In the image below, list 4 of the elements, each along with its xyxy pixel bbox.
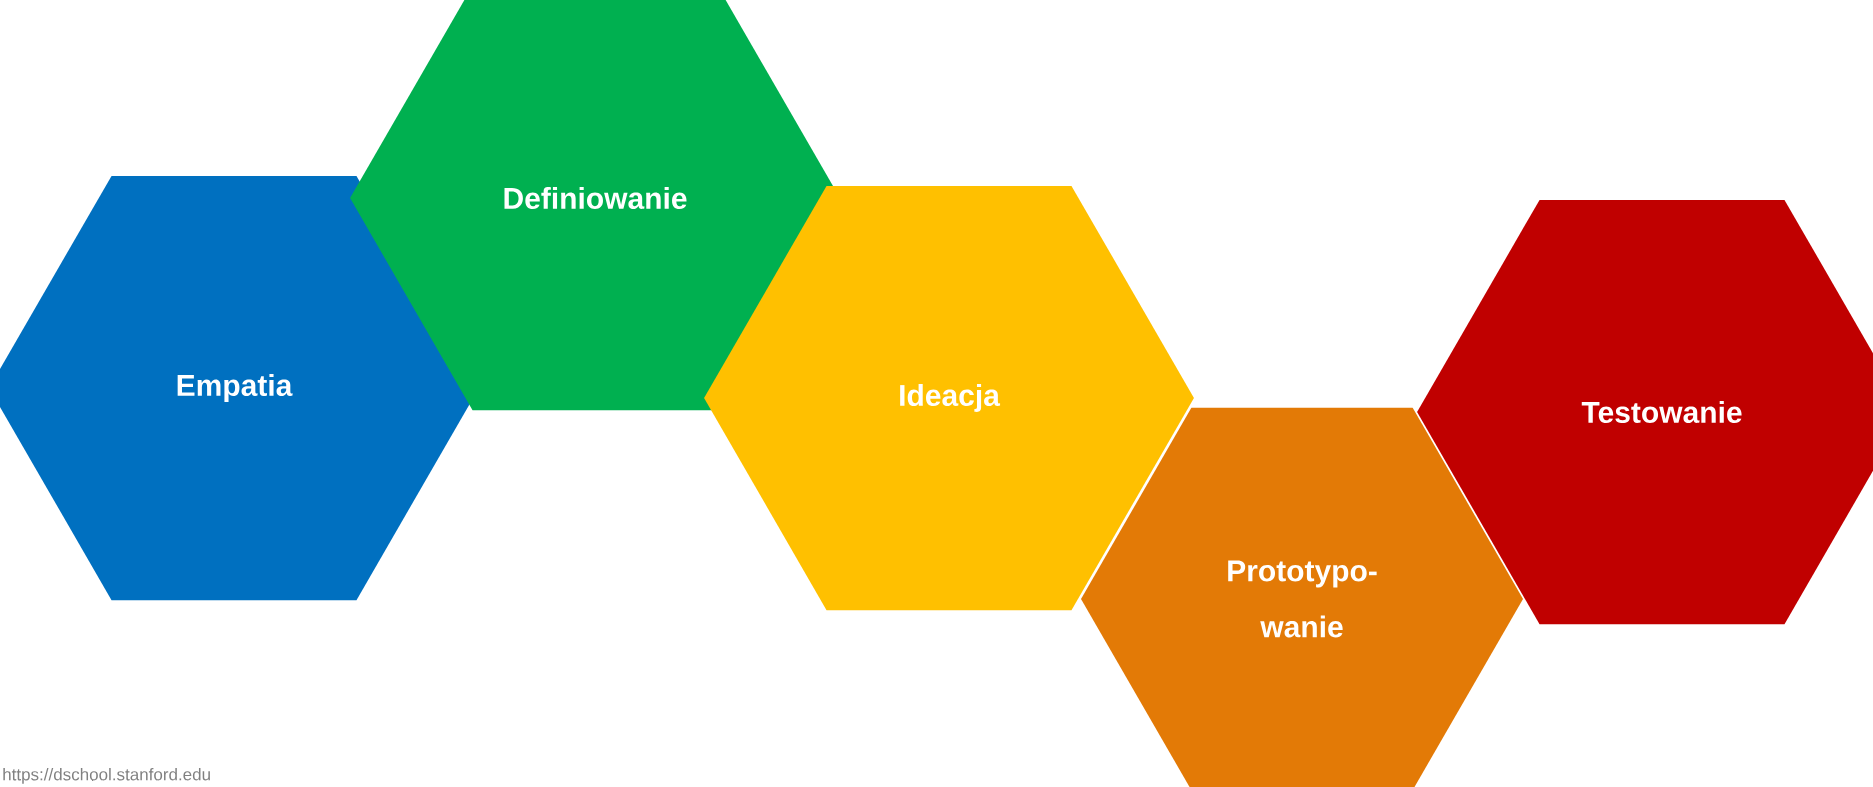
hexagon: Testowanie bbox=[1417, 199, 1873, 625]
source-url: https://dschool.stanford.edu bbox=[3, 767, 210, 784]
hexagon: Ideacja bbox=[704, 185, 1194, 611]
hexagon: Prototypo- wanie bbox=[1081, 407, 1523, 787]
